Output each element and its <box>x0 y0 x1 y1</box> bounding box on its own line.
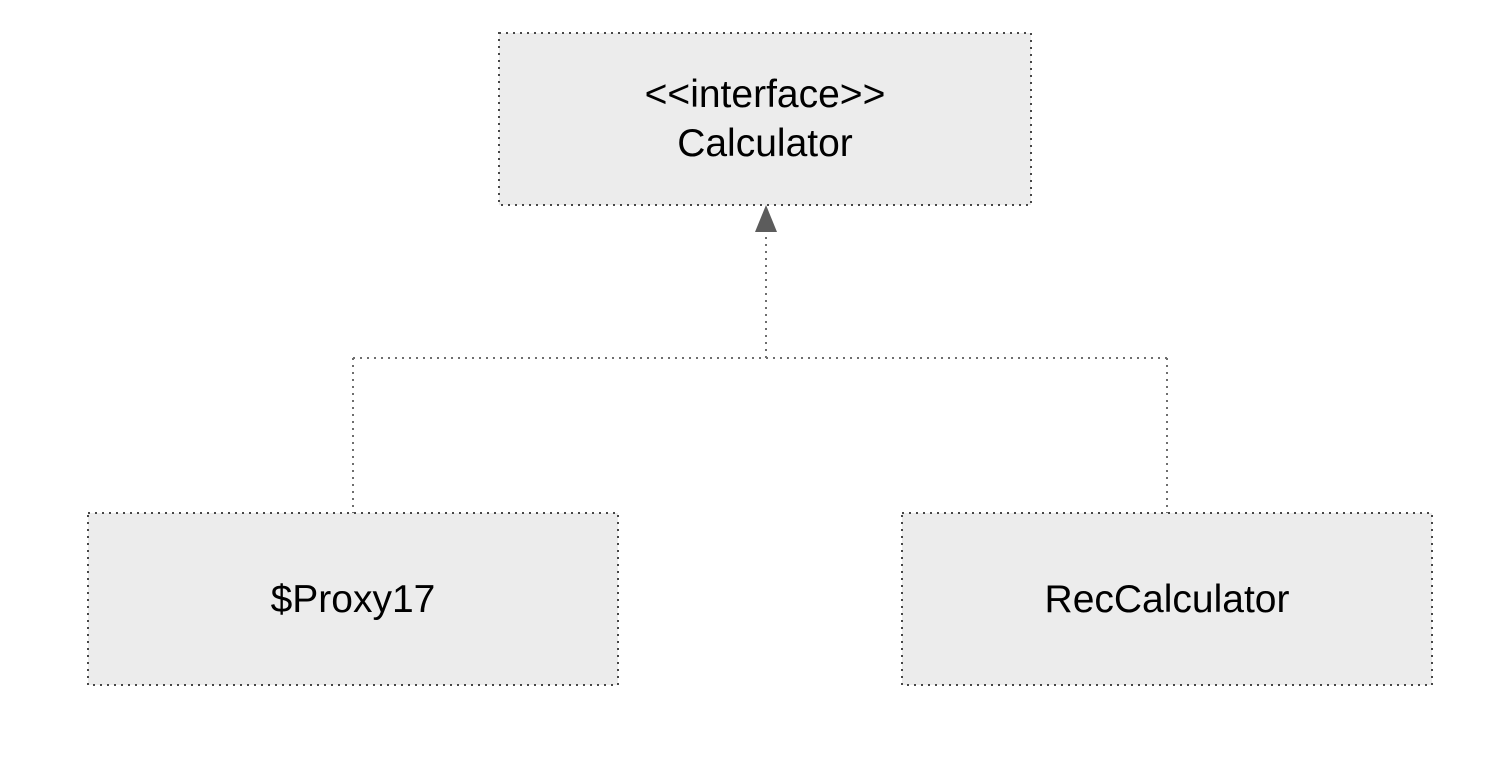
node-label: $Proxy17 <box>270 577 436 621</box>
node-reccalculator: RecCalculator <box>902 513 1432 685</box>
node-proxy17: $Proxy17 <box>88 513 618 685</box>
node-stereotype: <<interface>> <box>644 73 886 116</box>
node-calculator-interface: <<interface>> Calculator <box>499 33 1031 205</box>
node-label: Calculator <box>677 122 853 165</box>
realization-arrowhead-icon <box>755 205 777 232</box>
realization-edge-lines <box>352 237 1168 513</box>
node-label: RecCalculator <box>1044 577 1290 621</box>
